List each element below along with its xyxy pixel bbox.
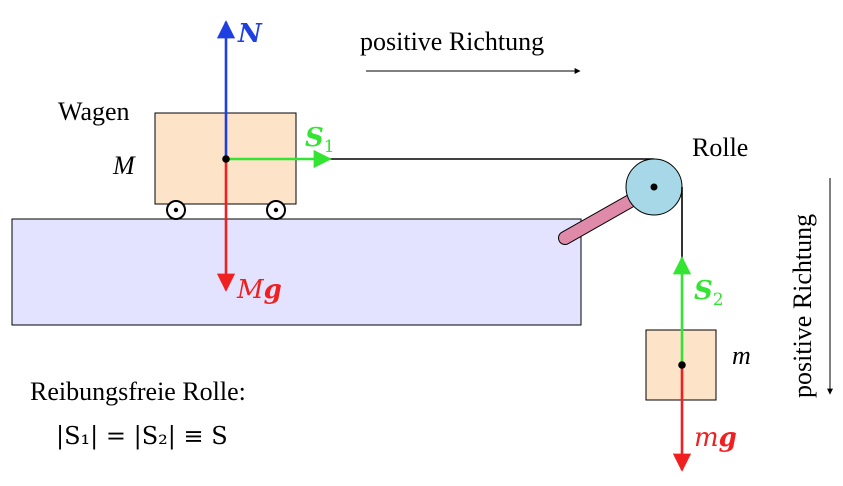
note-title: Reibungsfreie Rolle:: [30, 377, 246, 406]
rolle-label: Rolle: [692, 133, 748, 162]
block-mass-label: m: [732, 341, 751, 370]
wagen-label: Wagen: [58, 97, 130, 126]
wagen-center: [222, 155, 230, 163]
tension2-label: S2: [694, 276, 724, 310]
block-center: [678, 361, 686, 369]
table: [11, 218, 582, 326]
note-formula: |S₁| = |S₂| ≡ S: [56, 422, 228, 451]
tension1-label: S1: [305, 123, 335, 157]
direction-label-horizontal: positive Richtung: [360, 27, 544, 56]
wagen-weight-label: Mg: [236, 275, 282, 305]
wagen-mass-label: M: [112, 151, 136, 180]
pulley-axle: [650, 183, 658, 191]
direction-label-vertical: positive Richtung: [788, 214, 817, 398]
normal-force-label: N: [237, 19, 263, 49]
wheel-right: [266, 200, 286, 220]
block-weight-label: mg: [694, 423, 737, 453]
wheel-left: [166, 200, 186, 220]
